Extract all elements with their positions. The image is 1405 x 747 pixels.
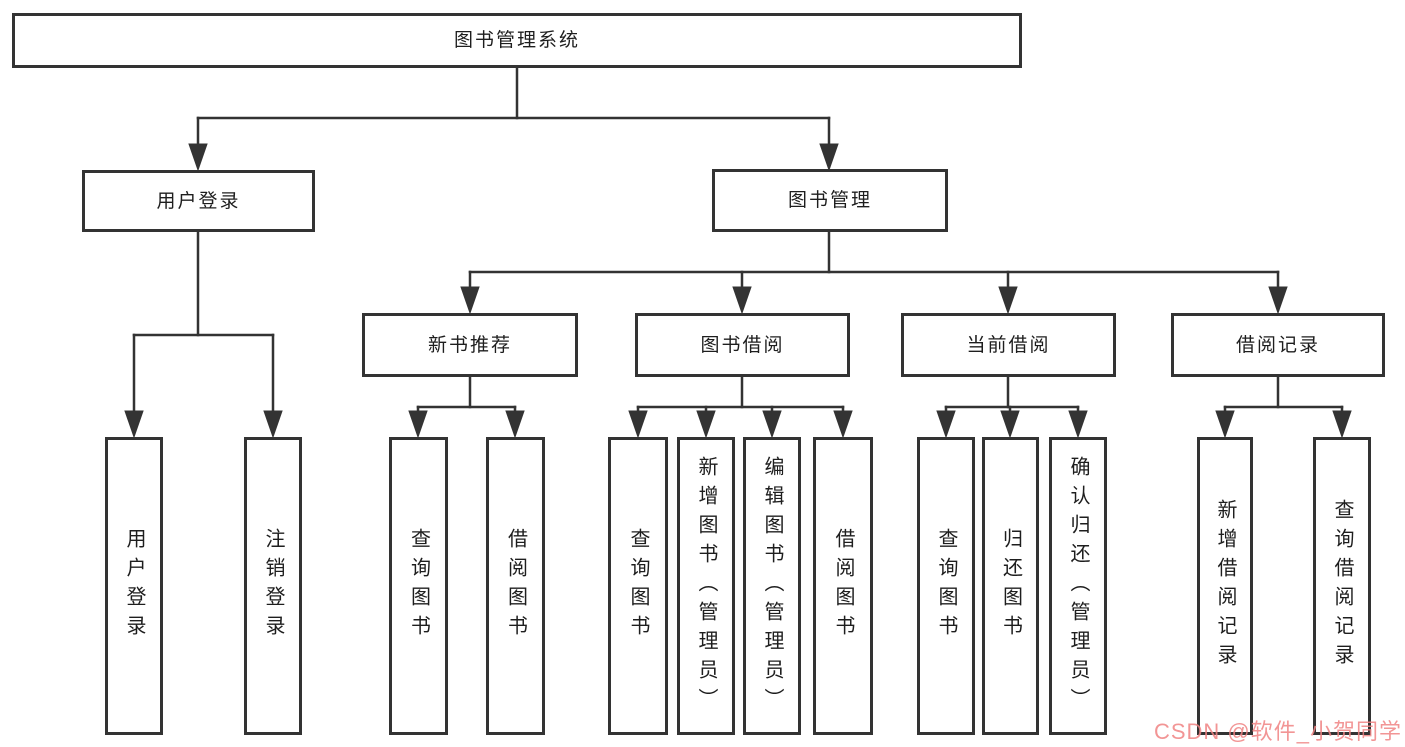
leaf-query-books-current: 查询图书 — [917, 437, 975, 735]
leaf-user-login: 用户登录 — [105, 437, 163, 735]
node-user-login: 用户登录 — [82, 170, 315, 232]
leaf-query-borrow-record: 查询借阅记录 — [1313, 437, 1371, 735]
leaf-borrow-books-recommend: 借阅图书 — [486, 437, 545, 735]
node-book-borrow: 图书借阅 — [635, 313, 850, 377]
leaf-borrow-books: 借阅图书 — [813, 437, 873, 735]
leaf-logout: 注销登录 — [244, 437, 302, 735]
leaf-edit-books-admin: 编辑图书（管理员） — [743, 437, 801, 735]
leaf-query-books-recommend: 查询图书 — [389, 437, 448, 735]
arrowheads — [124, 143, 1352, 439]
leaf-return-books: 归还图书 — [982, 437, 1039, 735]
leaf-query-books-borrow: 查询图书 — [608, 437, 668, 735]
leaf-confirm-return-admin: 确认归还（管理员） — [1049, 437, 1107, 735]
leaf-add-borrow-record: 新增借阅记录 — [1197, 437, 1253, 735]
node-current-borrow: 当前借阅 — [901, 313, 1116, 377]
node-new-book-recommend: 新书推荐 — [362, 313, 578, 377]
node-library-management-system: 图书管理系统 — [12, 13, 1022, 68]
leaf-add-books-admin: 新增图书（管理员） — [677, 437, 735, 735]
node-book-management: 图书管理 — [712, 169, 948, 232]
node-borrow-records: 借阅记录 — [1171, 313, 1385, 377]
